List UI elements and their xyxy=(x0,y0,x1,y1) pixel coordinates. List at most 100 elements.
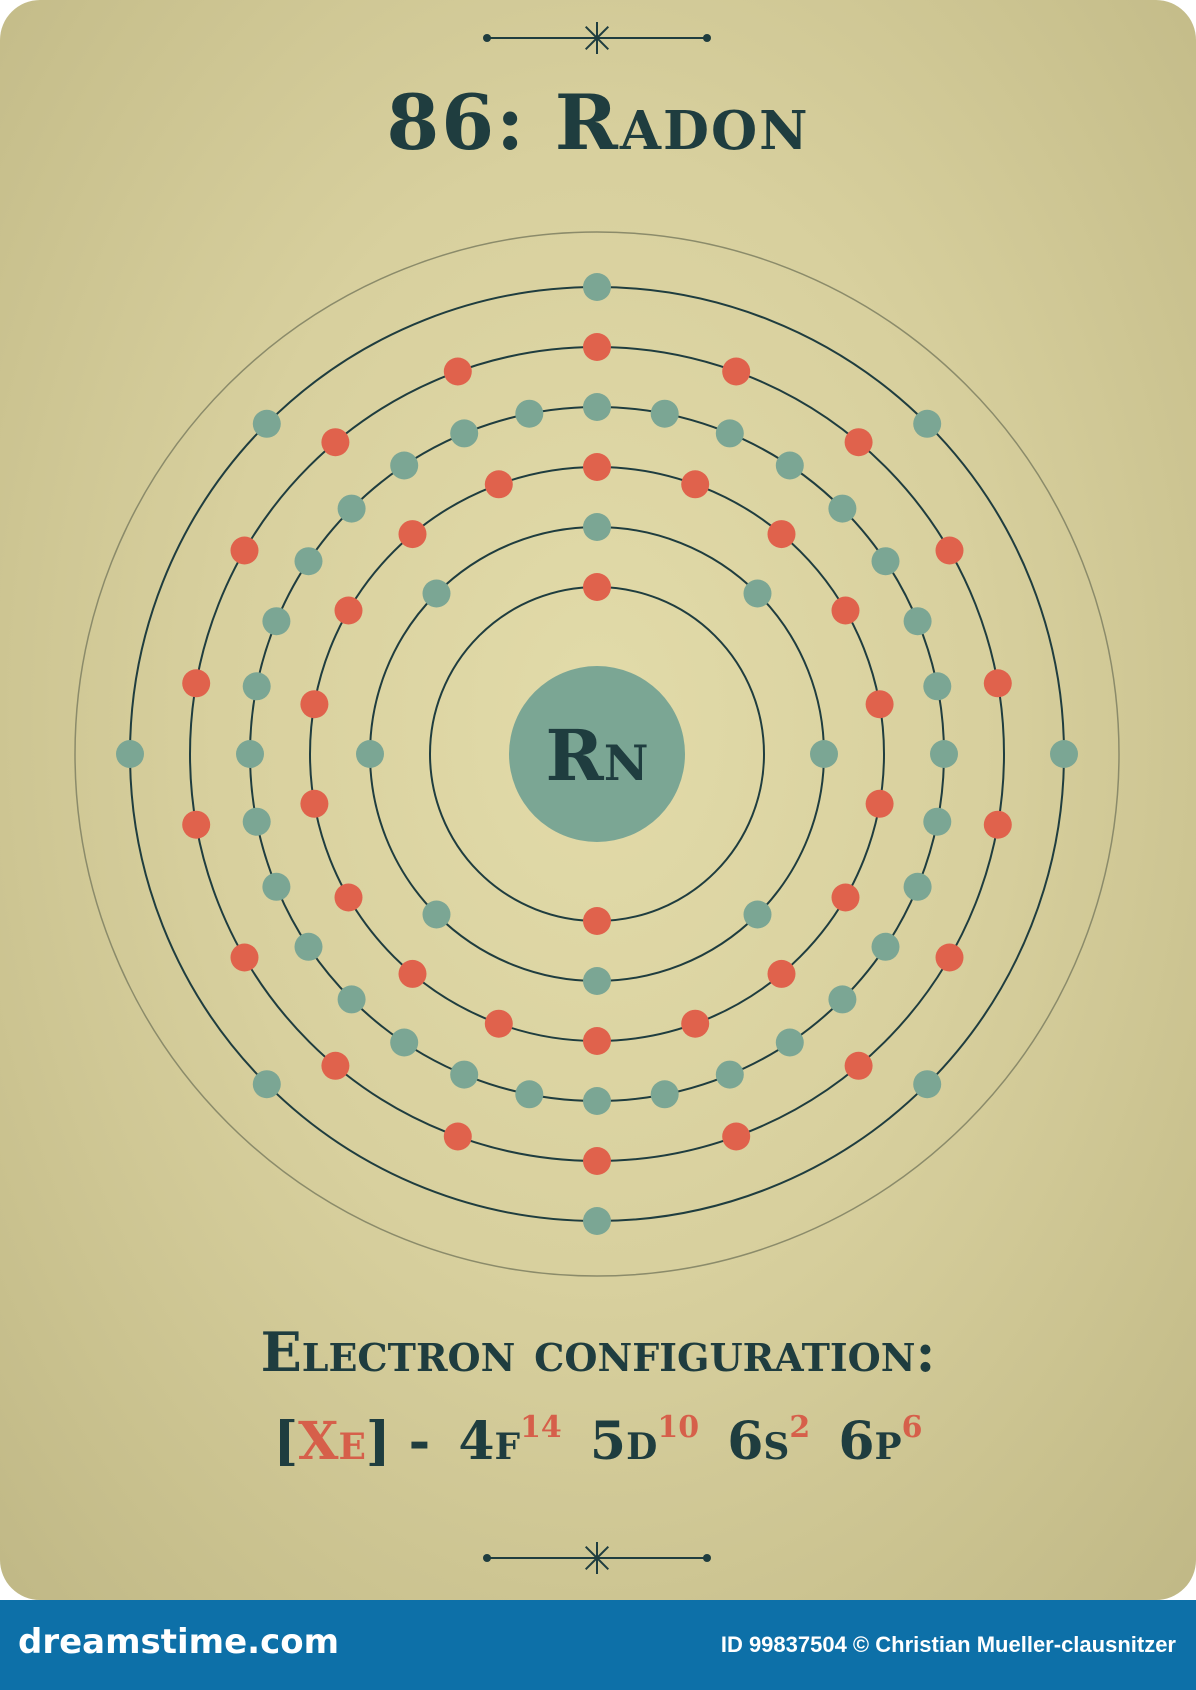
config-term-5d: 5d10 xyxy=(589,1410,699,1472)
nucleus xyxy=(509,666,685,842)
electron xyxy=(583,1207,611,1235)
electron xyxy=(182,669,211,698)
element-card: Rn 86: Radon Electron configuration: [Xe… xyxy=(0,0,1196,1600)
electron xyxy=(831,883,860,912)
orbital-count: 14 xyxy=(520,1410,562,1445)
electron xyxy=(337,494,366,523)
electron xyxy=(583,907,611,935)
orbital-label: 4f xyxy=(458,1411,521,1472)
electron xyxy=(722,357,751,386)
electron xyxy=(484,1009,513,1038)
electron xyxy=(242,672,271,701)
electron xyxy=(767,520,796,549)
electron xyxy=(935,536,964,565)
electron xyxy=(810,740,838,768)
electron xyxy=(913,409,942,438)
electron xyxy=(230,943,259,972)
electron xyxy=(865,690,894,719)
electron xyxy=(681,1009,710,1038)
electron xyxy=(252,409,281,438)
electron xyxy=(583,1027,611,1055)
electron xyxy=(252,1070,281,1099)
orbital-label: 6p xyxy=(838,1411,902,1472)
electron xyxy=(930,740,958,768)
bottom-ornament xyxy=(483,1542,711,1574)
electron xyxy=(398,520,427,549)
electron xyxy=(715,419,744,448)
image-credit: ID 99837504 © Christian Mueller-clausnit… xyxy=(720,1632,1176,1657)
electron xyxy=(828,985,857,1014)
electron xyxy=(583,1147,611,1175)
electron xyxy=(935,943,964,972)
electron xyxy=(583,967,611,995)
electron xyxy=(583,453,611,481)
electron xyxy=(903,607,932,636)
electron xyxy=(871,932,900,961)
electron-configuration: [Xe] - 4f14 5d10 6s2 6p6 xyxy=(0,1410,1196,1472)
orbital-count: 2 xyxy=(789,1410,811,1445)
electron xyxy=(230,536,259,565)
electron xyxy=(871,547,900,576)
config-term-4f: 4f14 xyxy=(458,1410,562,1472)
electron xyxy=(865,789,894,818)
top-ornament xyxy=(483,22,711,54)
config-term-6s: 6s2 xyxy=(727,1410,811,1472)
electron xyxy=(262,872,291,901)
electron xyxy=(775,1028,804,1057)
electron xyxy=(983,669,1012,698)
config-open-bracket: [ xyxy=(273,1411,299,1472)
electron xyxy=(294,932,323,961)
electron xyxy=(722,1122,751,1151)
brand-logo[interactable]: dreamstime.com xyxy=(18,1622,340,1662)
electron xyxy=(321,1051,350,1080)
electron xyxy=(300,789,329,818)
orbital-label: 5d xyxy=(589,1411,658,1472)
config-term-6p: 6p6 xyxy=(838,1410,923,1472)
electron xyxy=(242,807,271,836)
electron xyxy=(484,470,513,499)
electron xyxy=(844,428,873,457)
element-title: 86: Radon xyxy=(386,78,810,167)
electron xyxy=(422,579,451,608)
electron xyxy=(681,470,710,499)
electron xyxy=(743,900,772,929)
outer-boundary-circle xyxy=(74,231,1120,1277)
config-dash: - xyxy=(408,1411,431,1472)
electron xyxy=(583,333,611,361)
electron xyxy=(321,428,350,457)
electron xyxy=(913,1070,942,1099)
electron xyxy=(583,393,611,421)
electron xyxy=(650,1080,679,1109)
electron xyxy=(450,1060,479,1089)
electron xyxy=(583,273,611,301)
electron xyxy=(390,451,419,480)
electron xyxy=(398,959,427,988)
electron xyxy=(767,959,796,988)
electron xyxy=(116,740,144,768)
config-core: Xe xyxy=(298,1411,366,1472)
electron xyxy=(294,547,323,576)
electron xyxy=(903,872,932,901)
electron xyxy=(262,607,291,636)
electron xyxy=(831,596,860,625)
electron xyxy=(236,740,264,768)
electron xyxy=(923,672,952,701)
electron xyxy=(422,900,451,929)
electron xyxy=(182,810,211,839)
electron xyxy=(743,579,772,608)
electron xyxy=(844,1051,873,1080)
electron xyxy=(515,399,544,428)
electron xyxy=(443,1122,472,1151)
electron xyxy=(1050,740,1078,768)
config-label: Electron configuration: xyxy=(260,1320,936,1384)
electron xyxy=(443,357,472,386)
electron xyxy=(337,985,366,1014)
electron xyxy=(450,419,479,448)
footer-bar: dreamstime.com ID 99837504 © Christian M… xyxy=(0,1600,1196,1690)
electron xyxy=(715,1060,744,1089)
atom-diagram: Rn xyxy=(74,22,1120,1574)
electron xyxy=(583,573,611,601)
electron xyxy=(390,1028,419,1057)
electron xyxy=(300,690,329,719)
orbital-count: 6 xyxy=(901,1410,923,1445)
